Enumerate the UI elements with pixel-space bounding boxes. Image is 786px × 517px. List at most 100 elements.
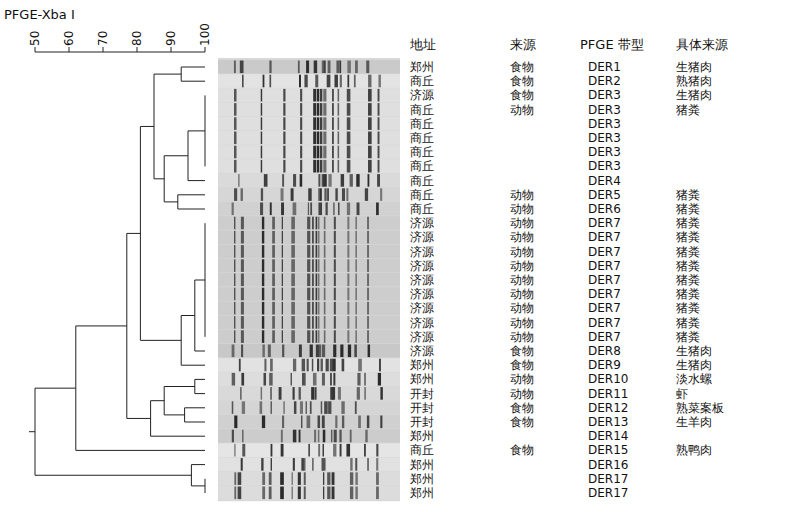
gel-band: [316, 274, 317, 287]
gel-band: [316, 330, 317, 343]
detail-cell: 猪粪: [676, 273, 700, 287]
gel-lane: [218, 316, 400, 330]
tree-branch: [164, 201, 178, 202]
gel-band: [355, 401, 357, 414]
tree-branch: [76, 450, 205, 451]
gel-band: [291, 274, 295, 287]
gel-band: [380, 188, 382, 201]
gel-band: [323, 89, 326, 102]
gel-band: [378, 103, 380, 116]
gel-band: [272, 217, 275, 230]
tree-branch: [181, 365, 205, 366]
gel-band: [241, 288, 244, 301]
tree-branch: [154, 74, 181, 75]
gel-band: [307, 245, 310, 258]
gel-band: [354, 345, 357, 358]
gel-band: [316, 345, 319, 358]
gel-band: [378, 75, 380, 88]
gel-lane: [218, 458, 400, 472]
gel-band: [282, 288, 283, 301]
pattern-cell: DER2: [588, 74, 621, 88]
gel-lane: [218, 443, 400, 457]
source-cell: 食物: [510, 60, 534, 74]
gel-band: [241, 259, 244, 272]
pattern-cell: DER4: [588, 174, 621, 188]
gel-band: [239, 359, 241, 372]
gel-band: [347, 274, 349, 287]
gel-band: [241, 245, 244, 258]
gel-band: [271, 458, 272, 471]
gel-band: [328, 174, 331, 187]
gel-band: [282, 174, 284, 187]
gel-band: [350, 458, 352, 471]
gel-band: [316, 245, 317, 258]
gel-lane: [218, 472, 400, 486]
gel-band: [241, 458, 243, 471]
gel-band: [262, 231, 264, 244]
gel-band: [307, 330, 310, 343]
gel-band: [376, 472, 379, 485]
gel-band: [377, 174, 380, 187]
location-cell: 开封: [410, 415, 434, 429]
gel-band: [333, 444, 336, 457]
gel-band: [281, 430, 283, 443]
gel-band: [312, 274, 314, 287]
gel-band: [341, 401, 344, 414]
gel-band: [330, 373, 332, 386]
gel-band: [234, 188, 237, 201]
gel-band: [376, 444, 378, 457]
gel-band: [261, 132, 262, 145]
gel-band: [324, 330, 326, 343]
gel-band: [301, 458, 304, 471]
gel-band: [234, 274, 235, 287]
gel-band: [355, 274, 356, 287]
gel-band: [307, 316, 310, 329]
location-cell: 商丘: [410, 202, 434, 216]
tree-branch: [181, 81, 205, 82]
gel-band: [367, 330, 369, 343]
gel-band: [269, 487, 272, 500]
gel-band: [338, 203, 339, 216]
gel-band: [333, 203, 335, 216]
gel-band: [291, 231, 295, 244]
gel-band: [241, 330, 244, 343]
location-cell: 济源: [410, 316, 434, 330]
gel-band: [346, 444, 350, 457]
gel-band: [307, 359, 309, 372]
gel-band: [350, 430, 352, 443]
pattern-cell: DER13: [588, 415, 628, 429]
location-cell: 商丘: [410, 117, 434, 131]
column-header: 具体来源: [676, 38, 728, 52]
gel-band: [323, 61, 325, 74]
detail-cell: 猪粪: [676, 259, 700, 273]
gel-band: [318, 203, 322, 216]
gel-band: [334, 75, 337, 88]
gel-band: [355, 302, 356, 315]
gel-band: [272, 231, 275, 244]
axis-tick-label: 70: [96, 31, 110, 46]
gel-band: [318, 231, 320, 244]
detail-cell: 熟鸭肉: [676, 443, 712, 457]
gel-band: [317, 103, 319, 116]
tree-branch: [195, 351, 205, 352]
gel-band: [334, 288, 336, 301]
axis-tick: [69, 47, 70, 52]
gel-band: [332, 117, 334, 130]
gel-band: [378, 146, 380, 159]
pattern-cell: DER17: [588, 472, 628, 486]
gel-band: [365, 188, 368, 201]
location-cell: 济源: [410, 287, 434, 301]
gel-band: [241, 345, 243, 358]
source-cell: 动物: [510, 301, 534, 315]
gel-band: [334, 259, 336, 272]
gel-band: [322, 444, 324, 457]
gel-band: [357, 387, 360, 400]
gel-band: [313, 373, 317, 386]
gel-band: [304, 373, 305, 386]
gel-band: [314, 61, 317, 74]
gel-band: [323, 472, 324, 485]
axis-tick-label: 80: [130, 31, 144, 46]
gel-band: [321, 359, 323, 372]
axis-tick: [205, 47, 206, 52]
pattern-cell: DER14: [588, 429, 628, 443]
